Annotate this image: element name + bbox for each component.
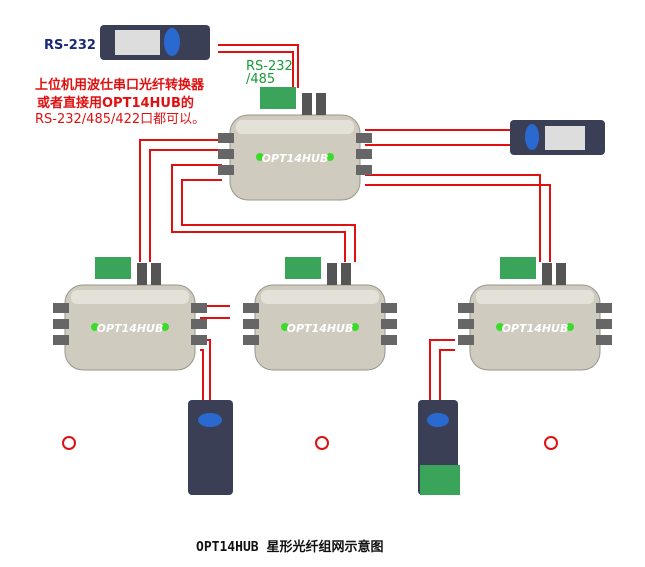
hub-central-label: OPT14HUB: [262, 152, 329, 165]
converter-bottom-left: [188, 400, 233, 495]
rs232-485-line1: RS-232: [246, 59, 293, 74]
converter-bottom-middle: [418, 400, 460, 495]
converter-right: [510, 120, 605, 155]
hub-left-label: OPT14HUB: [97, 322, 164, 335]
hub-right: [457, 256, 613, 371]
hub-central: [217, 86, 373, 201]
note-line1: 上位机用波仕串口光纤转换器: [35, 78, 205, 93]
note-line2: 或者直接用OPT14HUB的: [37, 96, 194, 111]
rs232-label: RS-232: [44, 38, 96, 53]
note-line3: RS-232/485/422口都可以。: [35, 112, 206, 127]
rs232-485-line2: /485: [246, 72, 276, 87]
hub-left: [52, 256, 208, 371]
node-circle-left: [62, 436, 76, 450]
rs232-485-label: RS-232/485: [246, 60, 293, 86]
hub-right-label: OPT14HUB: [502, 322, 569, 335]
node-circle-right: [544, 436, 558, 450]
hub-middle: [242, 256, 398, 371]
node-circle-middle: [315, 436, 329, 450]
hub-middle-label: OPT14HUB: [287, 322, 354, 335]
rs232-fiber-converter-top: [100, 25, 210, 60]
caption: OPT14HUB 星形光纤组网示意图: [196, 540, 384, 555]
